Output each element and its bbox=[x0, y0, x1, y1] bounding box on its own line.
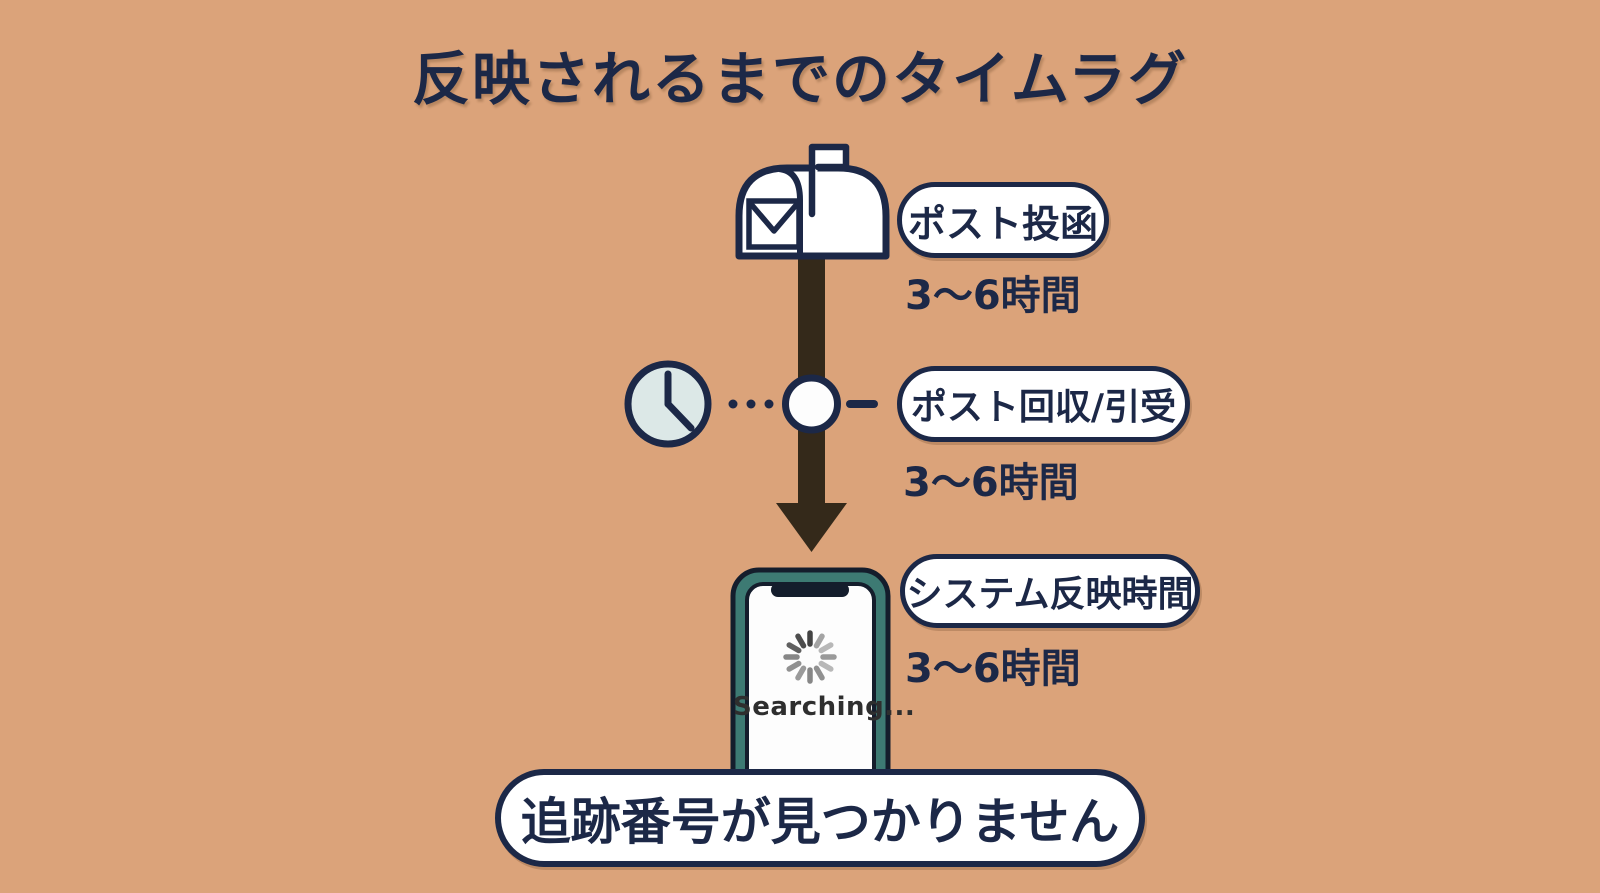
phone-status-text: Searching... bbox=[733, 692, 916, 722]
dash-connector bbox=[846, 400, 878, 408]
step-duration-system-reflect: 3〜6時間 bbox=[905, 646, 1081, 692]
clock-icon bbox=[624, 360, 712, 448]
mailbox-icon bbox=[735, 143, 890, 260]
step-label-collection: ポスト回収/引受 bbox=[897, 366, 1190, 442]
page-title: 反映されるまでのタイムラグ bbox=[412, 45, 1188, 113]
step-duration-post-drop: 3〜6時間 bbox=[905, 273, 1081, 319]
footer-message: 追跡番号が見つかりません bbox=[495, 769, 1145, 867]
step-label-post-drop: ポスト投函 bbox=[897, 182, 1109, 258]
loading-spinner-icon bbox=[783, 630, 837, 684]
phone-notch bbox=[771, 583, 849, 597]
step-label-system-reflect: システム反映時間 bbox=[900, 554, 1200, 628]
timeline-node bbox=[782, 374, 841, 434]
mailbox-flag-icon bbox=[808, 143, 850, 218]
step-duration-collection: 3〜6時間 bbox=[903, 460, 1079, 506]
dotted-connector bbox=[728, 399, 774, 409]
envelope-icon bbox=[746, 198, 802, 250]
